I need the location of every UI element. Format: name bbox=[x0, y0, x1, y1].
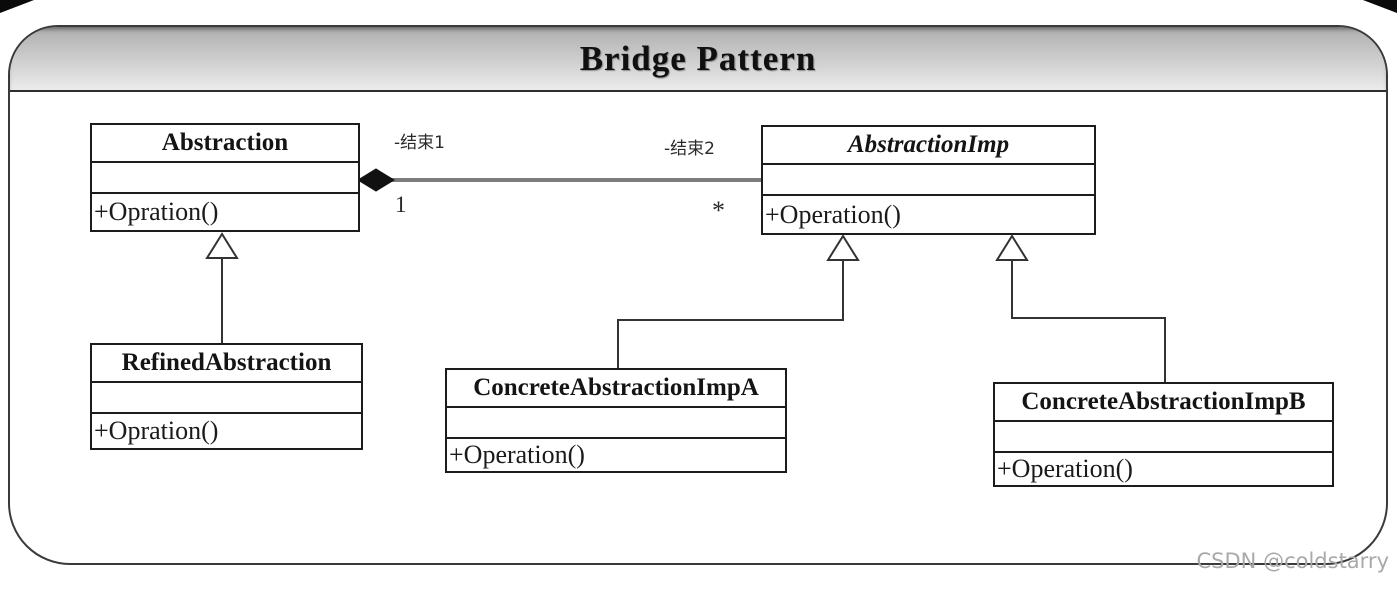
class-concrete-abstraction-imp-b-name: ConcreteAbstractionImpB bbox=[995, 384, 1332, 422]
association-end1-multiplicity: 1 bbox=[395, 192, 407, 217]
page-corner-mark-right bbox=[1363, 0, 1397, 13]
class-concrete-abstraction-imp-b: ConcreteAbstractionImpB +Operation() bbox=[993, 382, 1334, 487]
class-concrete-abstraction-imp-a-name: ConcreteAbstractionImpA bbox=[447, 370, 785, 408]
class-concrete-abstraction-imp-a: ConcreteAbstractionImpA +Operation() bbox=[445, 368, 787, 473]
diagram-title: Bridge Pattern bbox=[579, 38, 817, 78]
class-refined-abstraction-method: +Opration() bbox=[94, 416, 219, 445]
class-concrete-abstraction-imp-a-attributes bbox=[447, 408, 785, 439]
csdn-watermark: CSDN @coldstarry bbox=[1196, 549, 1389, 573]
association-end1-label: -结束1 bbox=[394, 133, 445, 153]
class-abstraction-imp-name: AbstractionImp bbox=[763, 127, 1094, 165]
class-abstraction-imp: AbstractionImp +Operation() bbox=[761, 125, 1096, 235]
class-refined-abstraction: RefinedAbstraction +Opration() bbox=[90, 343, 363, 450]
class-abstraction-method: +Opration() bbox=[94, 197, 219, 226]
class-concrete-abstraction-imp-a-method: +Operation() bbox=[449, 440, 585, 469]
class-abstraction: Abstraction +Opration() bbox=[90, 123, 360, 232]
association-end2-multiplicity: * bbox=[712, 196, 725, 225]
association-end2-label: -结束2 bbox=[664, 139, 715, 159]
class-concrete-abstraction-imp-b-method: +Operation() bbox=[997, 454, 1133, 483]
class-abstraction-attributes bbox=[92, 163, 358, 194]
class-abstraction-name: Abstraction bbox=[92, 125, 358, 163]
class-refined-abstraction-attributes bbox=[92, 383, 361, 414]
class-refined-abstraction-name: RefinedAbstraction bbox=[92, 345, 361, 383]
class-abstraction-imp-method: +Operation() bbox=[765, 199, 901, 229]
page-corner-mark-left bbox=[0, 0, 34, 13]
diagram-header: Bridge Pattern bbox=[10, 27, 1386, 92]
class-abstraction-imp-attributes bbox=[763, 165, 1094, 196]
class-concrete-abstraction-imp-b-attributes bbox=[995, 422, 1332, 453]
